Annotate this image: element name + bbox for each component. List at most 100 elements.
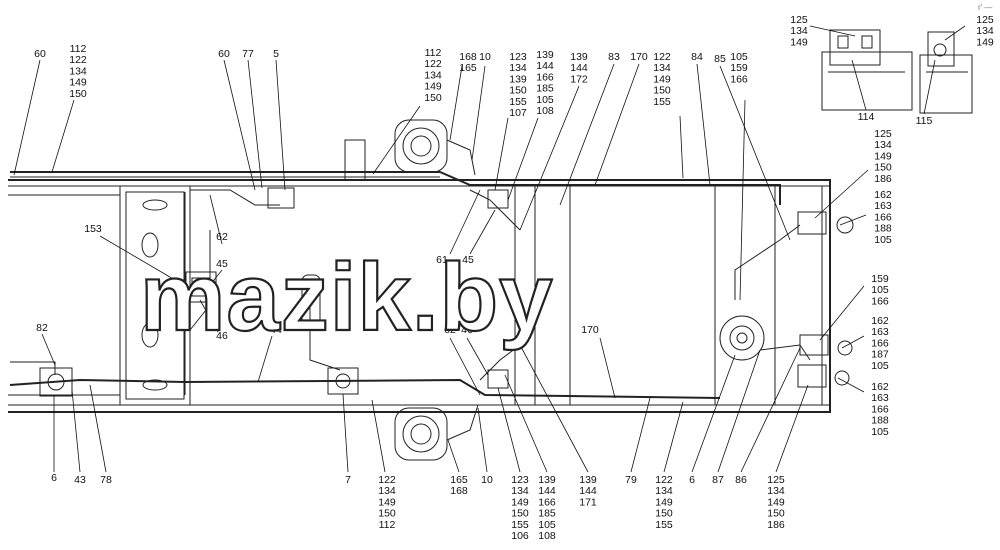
leader-139a [507, 117, 539, 201]
callout-c114: 114 [858, 111, 875, 123]
callout-number: 163 [874, 200, 892, 212]
callout-number: 122 [653, 51, 671, 63]
leader-84 [696, 63, 711, 186]
brake-chamber-top-body [394, 119, 448, 173]
callout-c86: 86 [735, 474, 747, 486]
callout-c61: 61 [436, 254, 448, 266]
valve-rear-upper [797, 211, 827, 235]
leader-122a [679, 115, 684, 179]
callout-number: 125 [976, 14, 994, 26]
callout-number: 150 [378, 508, 396, 520]
callout-number: 107 [509, 107, 527, 119]
callout-number: 149 [767, 496, 785, 508]
callout-number: 44 [270, 324, 282, 336]
air-dryer [301, 274, 321, 326]
callout-number: 105 [536, 94, 554, 106]
callout-c170b: 170 [581, 324, 599, 336]
callout-number: 45 [216, 258, 228, 270]
front-crossmember-inner [125, 191, 185, 400]
air-line-rear-lower [759, 344, 811, 361]
leader-61 [449, 189, 481, 255]
callout-number: 149 [653, 73, 671, 85]
leader-10a [471, 65, 486, 161]
crossmember-hole-top [142, 199, 168, 211]
callout-number: 105 [871, 360, 889, 372]
leader-162c [837, 377, 865, 393]
callout-number: 170 [630, 51, 648, 63]
detail-114-valve1 [837, 35, 849, 49]
callout-number: 134 [976, 25, 994, 37]
leader-112a [51, 99, 75, 173]
callout-number: 6 [689, 474, 695, 486]
air-line-dryer [309, 280, 341, 371]
callout-number: 185 [536, 83, 554, 95]
callout-number: 7 [345, 474, 351, 486]
callout-number: 115 [916, 115, 933, 127]
callout-number: 139 [538, 474, 556, 486]
callout-number: 150 [655, 508, 673, 520]
detail-115-bracket [927, 31, 955, 67]
callout-number: 5 [273, 48, 279, 60]
callout-number: 149 [790, 36, 808, 48]
callout-c62a: 62 [216, 231, 228, 243]
callout-number: 139 [570, 51, 588, 63]
brake-chamber-top [394, 119, 476, 176]
crossmember-hole-mid1 [141, 232, 159, 258]
callout-number: 162 [871, 315, 889, 327]
callout-number: 84 [691, 51, 703, 63]
air-line-left-chamber [469, 189, 521, 231]
leader-139d [519, 344, 589, 473]
leader-105a [739, 99, 746, 301]
callout-number: 79 [625, 474, 637, 486]
callout-number: 83 [608, 51, 620, 63]
callout-number: 125 [767, 474, 785, 486]
leader-170b [599, 337, 616, 399]
callout-number: 149 [378, 496, 396, 508]
callout-number: 150 [509, 85, 527, 97]
callout-number: 155 [653, 96, 671, 108]
leader-165 [447, 439, 460, 473]
callout-number: 186 [874, 173, 892, 185]
callout-number: 134 [378, 485, 396, 497]
callout-number: 163 [871, 326, 889, 338]
callout-number: 172 [570, 73, 588, 85]
callout-number: 60 [218, 48, 230, 60]
callout-c6a: 6 [51, 472, 57, 484]
callout-number: 155 [655, 519, 673, 531]
corner-mark: r' — [978, 3, 992, 12]
detail-114 [821, 29, 913, 111]
callout-number: 114 [858, 111, 875, 123]
leader-122c [663, 401, 684, 473]
callout-number: 123 [511, 474, 529, 486]
leader-5 [275, 59, 286, 191]
crossmember-hole-mid2 [141, 322, 159, 348]
callout-number: 108 [536, 105, 554, 117]
callout-number: 139 [579, 474, 597, 486]
detail-115-frame [919, 54, 973, 114]
leader-lines [13, 25, 966, 473]
callout-number: 150 [424, 92, 442, 104]
leader-115 [923, 59, 936, 115]
callout-number: 166 [730, 73, 748, 85]
callout-number: 155 [509, 96, 527, 108]
callout-c115: 115 [916, 115, 933, 127]
callout-c7: 7 [345, 474, 351, 486]
callout-c77: 77 [242, 48, 254, 60]
callout-number: 166 [871, 337, 889, 349]
leader-44 [257, 335, 273, 383]
leader-123a [494, 117, 509, 191]
brake-chamber-bottom [394, 404, 479, 461]
callout-number: 187 [871, 349, 889, 361]
callout-number: 105 [730, 51, 748, 63]
callout-number: 61 [436, 254, 448, 266]
watermark: mazik.by [140, 244, 554, 351]
callout-c170a: 170 [630, 51, 648, 63]
rear-relay-inner [729, 325, 755, 351]
detail-115-valve [933, 43, 947, 57]
valve-rear-mid-port [837, 340, 853, 356]
callout-c45b: 45 [462, 254, 474, 266]
